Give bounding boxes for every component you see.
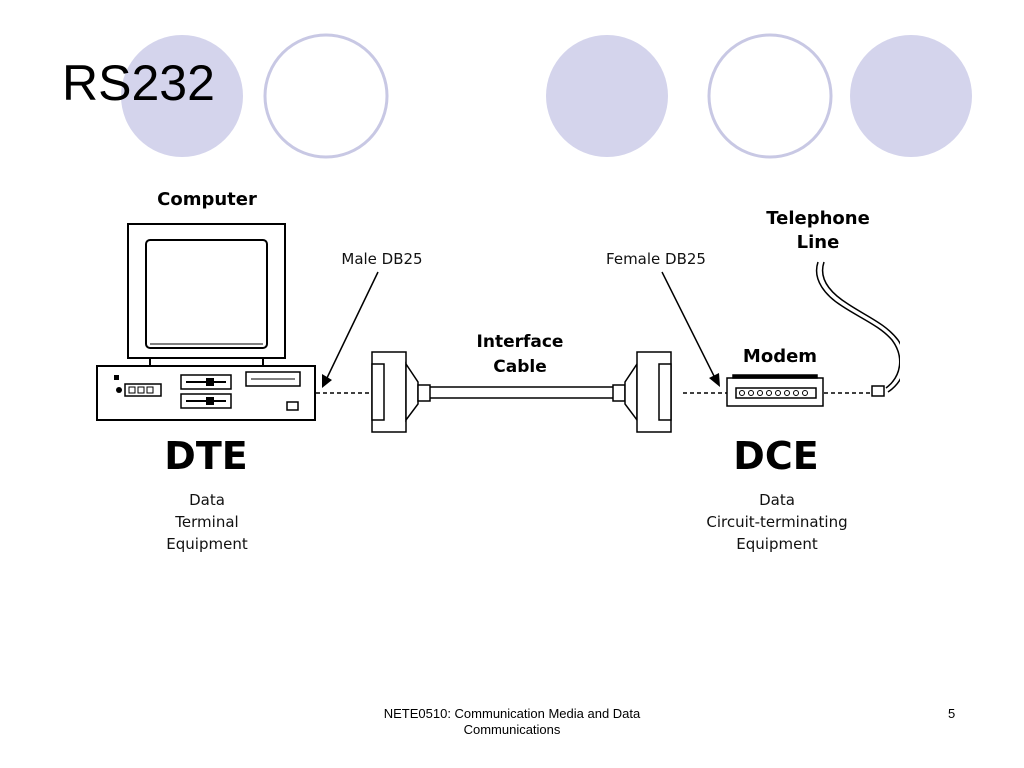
modem-label: Modem (743, 346, 817, 367)
dce-abbr: DCE (733, 434, 818, 478)
male-connector-icon (371, 351, 431, 433)
deco-circle-5 (850, 35, 972, 157)
dce-line1: Data (759, 491, 795, 509)
computer-case-icon (96, 365, 316, 421)
male-db25-label: Male DB25 (341, 250, 422, 268)
cable-label-line2: Cable (493, 357, 546, 377)
telephone-label-line1: Telephone (766, 208, 870, 229)
telephone-label-line2: Line (797, 232, 840, 253)
footer-line2: Communications (463, 722, 561, 737)
decorative-circles (121, 33, 972, 159)
female-arrow (661, 271, 720, 387)
slide-title: RS232 (62, 55, 215, 111)
deco-circle-2 (263, 33, 389, 159)
dce-line2: Circuit-terminating (706, 513, 847, 531)
female-db25-label: Female DB25 (606, 250, 706, 268)
male-arrow (322, 271, 379, 388)
deco-circle-4 (707, 33, 833, 159)
cable-label-line1: Interface (477, 332, 564, 352)
dte-line3: Equipment (166, 535, 248, 553)
interface-cable (430, 386, 613, 399)
computer-label: Computer (157, 189, 257, 210)
deco-circle-1 (121, 35, 243, 157)
page-number: 5 (948, 706, 956, 721)
female-connector-icon (612, 351, 672, 433)
dte-line2: Terminal (174, 513, 238, 531)
footer-line1: NETE0510: Communication Media and Data (383, 706, 641, 721)
dte-abbr: DTE (164, 434, 247, 478)
computer-monitor-icon (127, 223, 286, 367)
deco-circle-3 (546, 35, 668, 157)
rs232-diagram: Computer (96, 189, 900, 553)
dce-line3: Equipment (736, 535, 818, 553)
modem-icon (726, 374, 824, 407)
telephone-cord-icon (815, 261, 900, 397)
slide-footer: NETE0510: Communication Media and Data C… (340, 706, 684, 738)
dte-line1: Data (189, 491, 225, 509)
